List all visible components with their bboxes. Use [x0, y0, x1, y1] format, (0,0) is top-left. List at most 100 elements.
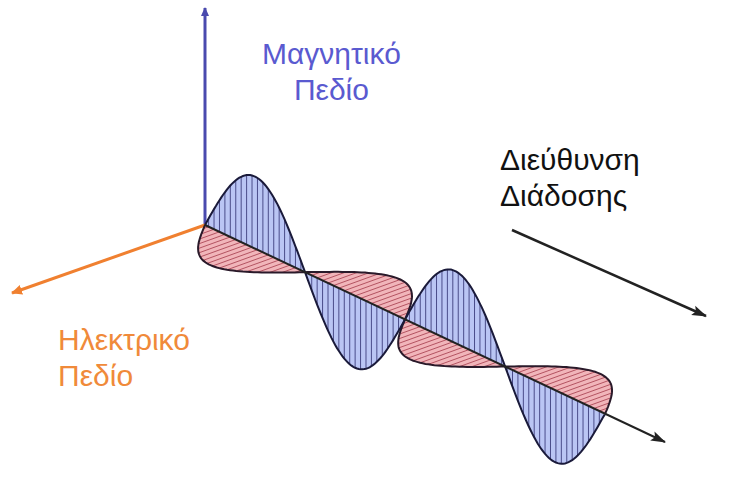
magnetic-hatch: [279, 208, 280, 260]
magnetic-hatch: [561, 393, 562, 464]
magnetic-hatch: [290, 232, 291, 265]
electric-hatch: [413, 344, 458, 360]
magnetic-hatch: [273, 198, 274, 258]
magnetic-hatch: [393, 314, 394, 340]
electric-hatch: [371, 289, 410, 303]
electric-hatch: [545, 370, 588, 386]
magnetic-hatch: [230, 186, 231, 237]
magnetic-hatch: [252, 176, 253, 248]
magnetic-lobe: [405, 269, 505, 366]
magnetic-hatch: [485, 315, 486, 357]
electric-hatch: [270, 265, 290, 272]
magnetic-hatch: [387, 311, 388, 348]
magnetic-hatch: [322, 280, 323, 318]
magnetic-hatch: [262, 182, 263, 252]
electric-hatch: [382, 298, 412, 309]
electric-hatch: [404, 339, 448, 355]
electric-hatch: [408, 342, 453, 358]
electric-hatch: [198, 237, 230, 249]
magnetic-hatch: [588, 406, 589, 442]
electric-hatch: [540, 368, 580, 382]
wave-drawing: [198, 175, 665, 464]
electric-hatch: [561, 377, 605, 393]
magnetic-hatch: [528, 378, 529, 427]
electric-hatch: [388, 303, 411, 311]
propagation-arrow: [512, 230, 706, 316]
electric-hatch: [550, 372, 595, 388]
magnetic-lobe: [305, 272, 405, 369]
electric-hatch: [199, 234, 225, 244]
magnetic-lobe: [205, 175, 305, 272]
magnetic-hatch: [545, 385, 546, 453]
magnetic-hatch: [371, 304, 372, 367]
magnetic-hatch: [376, 306, 377, 362]
magnetic-hatch: [572, 398, 573, 460]
magnetic-hatch: [550, 388, 551, 459]
magnetic-hatch: [268, 189, 269, 255]
electric-hatch: [328, 272, 358, 283]
magnetic-hatch: [539, 383, 540, 447]
electric-hatch: [567, 380, 609, 395]
magnetic-hatch: [577, 401, 578, 456]
electric-hatch: [258, 263, 285, 273]
electric-hatch: [200, 242, 241, 257]
electric-hatch: [398, 329, 425, 339]
magnetic-hatch: [593, 408, 594, 433]
magnetic-hatch: [414, 302, 415, 324]
magnetic-hatch: [474, 293, 475, 352]
magnetic-hatch: [333, 286, 334, 342]
electric-hatch: [339, 274, 378, 288]
magnetic-hatch: [469, 284, 470, 349]
magnetic-hatch: [463, 278, 464, 347]
electric-hatch: [361, 282, 405, 298]
magnetic-hatch: [479, 304, 480, 355]
electric-hatch: [459, 357, 485, 366]
magnetic-hatch: [534, 380, 535, 437]
magnetic-hatch: [425, 286, 426, 329]
magnetic-hatch: [583, 403, 584, 449]
propagation-label: Διεύθυνση Διάδοσης: [500, 142, 640, 214]
magnetic-hatch: [490, 329, 491, 360]
magnetic-hatch: [447, 269, 448, 339]
magnetic-hatch: [257, 178, 258, 250]
magnetic-axis: [204, 8, 207, 225]
electric-hatch: [227, 255, 268, 270]
magnetic-hatch: [523, 375, 524, 414]
electric-hatch: [448, 355, 480, 367]
electric-hatch: [420, 347, 463, 363]
magnetic-hatch: [219, 200, 220, 232]
magnetic-hatch: [458, 273, 459, 345]
electric-hatch: [556, 374, 601, 390]
electric-hatch: [523, 366, 547, 375]
wave-axis: [205, 225, 665, 442]
magnetic-hatch: [360, 298, 361, 369]
electric-hatch: [212, 250, 257, 266]
magnetic-hatch: [355, 296, 356, 368]
magnetic-hatch: [441, 271, 442, 337]
electric-hatch: [355, 280, 400, 296]
magnetic-hatch: [431, 279, 432, 332]
magnetic-hatch: [344, 291, 345, 359]
electric-hatch: [323, 272, 347, 281]
electric-hatch: [529, 367, 560, 378]
magnetic-hatch: [566, 396, 567, 463]
magnetic-lobe: [505, 367, 605, 464]
magnetic-hatch: [317, 278, 318, 305]
electric-hatch: [366, 286, 408, 301]
electric-hatch: [583, 393, 612, 403]
electric-hatch: [588, 398, 611, 406]
magnetic-hatch: [338, 288, 339, 351]
electric-hatch: [401, 337, 442, 352]
electric-hatch: [350, 277, 394, 293]
magnetic-hatch: [235, 180, 236, 239]
magnetic-hatch: [214, 209, 215, 229]
magnetic-hatch: [555, 391, 556, 463]
electric-hatch: [219, 252, 263, 268]
magnetic-hatch: [349, 293, 350, 364]
magnetic-hatch: [224, 192, 225, 234]
electric-hatch: [207, 247, 252, 263]
magnetic-hatch: [246, 175, 247, 245]
magnetic-hatch: [517, 373, 518, 401]
magnetic-field-label: Μαγνητικό Πεδίο: [262, 36, 401, 108]
electric-field-label: Ηλεκτρικό Πεδίο: [58, 322, 190, 394]
